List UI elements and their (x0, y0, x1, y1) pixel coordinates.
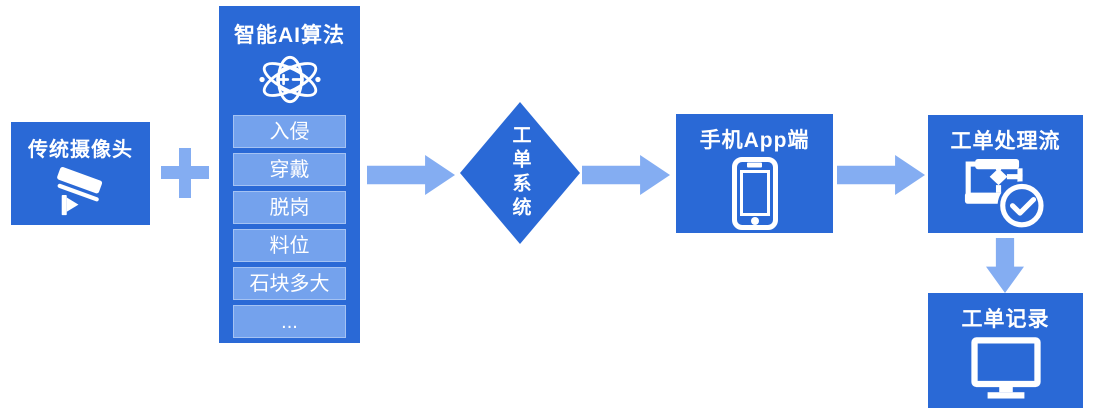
record-node-title: 工单记录 (961, 308, 1050, 331)
camera-node: 传统摄像头 (11, 122, 150, 225)
app-node-title: 手机App端 (699, 129, 810, 152)
mobile-app-node: 手机App端 (676, 114, 833, 233)
ai-algorithm-node: 智能AI算法 入侵穿戴脱岗料位石块多大... (219, 6, 360, 343)
arrow-right-icon (582, 155, 670, 195)
monitor-icon (970, 337, 1041, 399)
ai-item: 入侵 (233, 115, 346, 148)
ai-item: 穿戴 (233, 153, 346, 186)
ai-item: ... (233, 305, 346, 338)
ai-item: 石块多大 (233, 267, 346, 300)
camera-node-title: 传统摄像头 (28, 139, 133, 161)
ai-item: 料位 (233, 229, 346, 262)
work-order-flow-node: 工单处理流 (928, 115, 1083, 233)
arrow-down-icon (986, 238, 1024, 293)
work-order-system-node: 工单系统 (460, 102, 580, 244)
flow-node-title: 工单处理流 (950, 130, 1061, 153)
ai-item: 脱岗 (233, 191, 346, 224)
ai-item-list: 入侵穿戴脱岗料位石块多大... (233, 115, 346, 338)
diamond-node-title: 工单系统 (509, 125, 531, 221)
plus-icon (161, 148, 209, 198)
arrow-right-icon (837, 155, 925, 195)
arrow-right-icon (367, 155, 455, 195)
cctv-camera-icon (56, 166, 102, 216)
smartphone-icon (731, 157, 778, 230)
work-order-record-node: 工单记录 (928, 293, 1083, 408)
flowchart-check-icon (964, 158, 1046, 230)
ai-node-title: 智能AI算法 (234, 24, 345, 47)
atom-algorithm-icon (258, 55, 321, 104)
